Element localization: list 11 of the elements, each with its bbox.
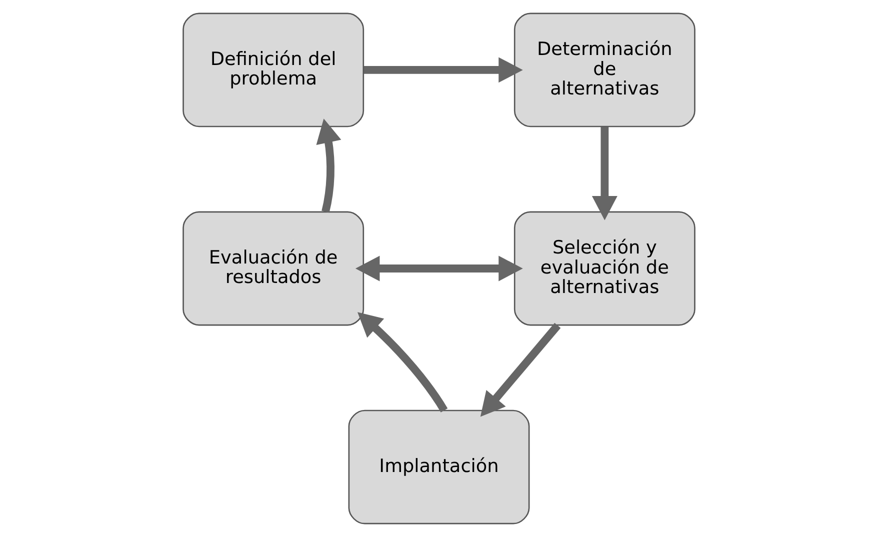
arrow	[363, 57, 522, 83]
arrow	[591, 126, 617, 220]
node-box: Evaluación de resultados	[182, 211, 364, 326]
arrow	[356, 312, 448, 412]
node-box: Definición del problema	[182, 12, 364, 128]
arrow	[480, 322, 560, 417]
node-box: Selección y evaluación de alternativas	[513, 211, 695, 326]
arrow	[316, 118, 341, 213]
node-box: Determinación de alternativas	[513, 12, 695, 128]
arrow	[354, 256, 522, 282]
node-box: Implantación	[348, 410, 530, 524]
